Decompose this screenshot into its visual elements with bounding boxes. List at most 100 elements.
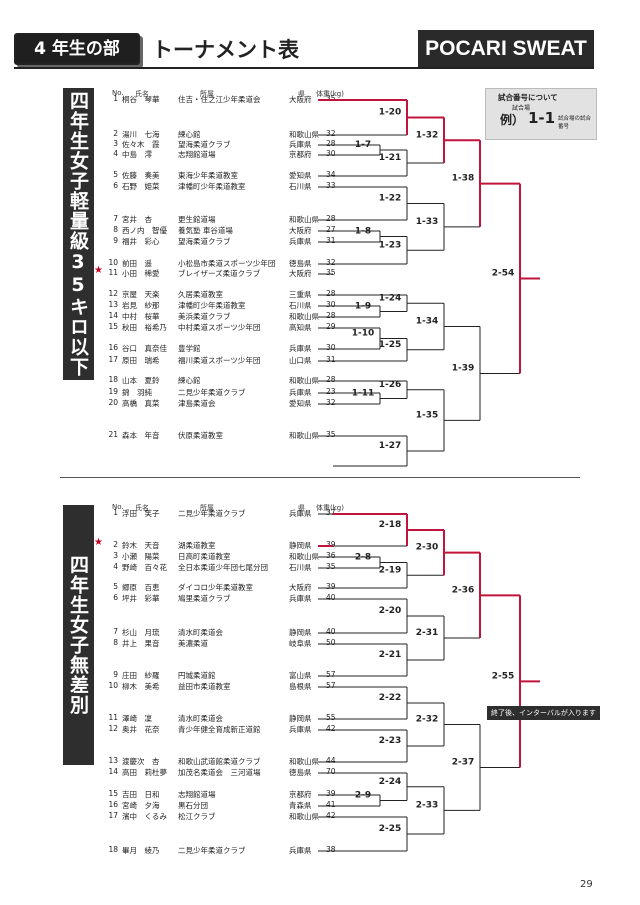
player-club: 津島柔道会 — [178, 399, 216, 408]
player-weight: 23 — [326, 387, 336, 396]
player-name: 京屋 天楽 — [122, 290, 160, 299]
player-club: 志翔館道場 — [178, 790, 216, 799]
player-no: 21 — [108, 430, 118, 439]
player-name: 中島 澪 — [122, 150, 152, 159]
player-name: 郷原 百恵 — [122, 583, 160, 592]
player-pref: 大阪府 — [289, 95, 312, 104]
player-weight: 42 — [326, 811, 336, 820]
player-club: 鳩里柔道クラブ — [178, 594, 231, 603]
player-pref: 徳島県 — [289, 768, 312, 777]
legend-venue-label: 試合場 — [512, 105, 531, 112]
match-number: 1-8 — [355, 227, 371, 237]
player-name: 前田 遥 — [122, 259, 152, 268]
player-no: 1 — [113, 94, 118, 103]
player-club: 望海柔道クラブ — [178, 140, 231, 149]
player-pref: 岐阜県 — [289, 639, 312, 648]
player-weight: 33 — [326, 181, 336, 190]
player-no: 5 — [113, 170, 118, 179]
match-number: 1-25 — [379, 340, 402, 350]
column-header-weight: 体重(kg) — [316, 90, 344, 98]
player-weight: 57 — [326, 681, 336, 690]
player-club: ダイコロ少年柔道教室 — [178, 583, 253, 592]
player-name: 宮崎 夕海 — [122, 801, 160, 810]
player-name: 濱中 くるみ — [122, 812, 167, 821]
player-club: 練心館 — [178, 130, 201, 139]
player-pref: 兵庫県 — [289, 846, 312, 855]
player-club: 久居柔道教室 — [178, 290, 223, 299]
player-weight: 27 — [326, 225, 336, 234]
match-number: 2-33 — [416, 800, 439, 810]
player-pref: 高知県 — [289, 323, 312, 332]
player-name: 畢月 綾乃 — [122, 846, 160, 855]
player-no: 8 — [113, 225, 118, 234]
player-pref: 和歌山県 — [289, 552, 319, 561]
match-number: 1-20 — [379, 108, 402, 118]
player-name: 杉山 月琉 — [122, 628, 160, 637]
player-name: 浮田 笑子 — [122, 509, 160, 518]
player-weight: 35 — [326, 94, 336, 103]
player-name: 秋田 裕希乃 — [122, 323, 167, 332]
player-no: 17 — [108, 811, 118, 820]
player-no: 17 — [108, 355, 118, 364]
player-name: 高橋 真菜 — [122, 399, 160, 408]
match-number: 1-39 — [452, 363, 475, 373]
player-weight: 28 — [326, 139, 336, 148]
player-weight: 35 — [326, 562, 336, 571]
player-name: 吉田 日和 — [122, 790, 160, 799]
player-pref: 兵庫県 — [289, 388, 312, 397]
match-number: 2-37 — [452, 757, 475, 767]
player-no: 10 — [108, 681, 118, 690]
column-header-no: No. — [112, 503, 124, 511]
match-number: 2-21 — [379, 650, 402, 660]
player-club: 黒石分団 — [178, 801, 208, 810]
page-subtitle: トーナメント表 — [152, 38, 299, 62]
player-name: 谷口 真奈佳 — [122, 344, 167, 353]
player-weight: 30 — [326, 300, 336, 309]
player-pref: 石川県 — [289, 563, 312, 572]
player-club: 清水町柔道会 — [178, 714, 223, 723]
player-weight: 32 — [326, 398, 336, 407]
player-weight: 31 — [326, 236, 336, 245]
player-club: 志翔館道場 — [178, 150, 216, 159]
player-pref: 石川県 — [289, 301, 312, 310]
player-club: 和歌山武道館柔道クラブ — [178, 757, 261, 766]
match-number: 1-26 — [379, 380, 402, 390]
player-no: 3 — [113, 139, 118, 148]
player-no: 20 — [108, 398, 118, 407]
player-pref: 三重県 — [289, 290, 312, 299]
player-club: 湖柔道教室 — [178, 541, 216, 550]
player-no: 4 — [113, 562, 118, 571]
player-no: 16 — [108, 800, 118, 809]
player-club: 青少年健全育成新正道館 — [178, 725, 261, 734]
player-pref: 和歌山県 — [289, 757, 319, 766]
column-header-club: 所属 — [200, 504, 214, 512]
match-number: 1-27 — [379, 441, 402, 451]
player-name: 山本 夏鈴 — [122, 376, 160, 385]
player-name: 中村 桜華 — [122, 312, 160, 321]
section-divider — [60, 477, 580, 478]
player-weight: 70 — [326, 767, 336, 776]
player-club: 二見少年柔道クラブ — [178, 509, 246, 518]
player-weight: 28 — [326, 214, 336, 223]
match-number: 2-19 — [379, 565, 402, 575]
player-club: 津幡町少年柔道教室 — [178, 301, 246, 310]
player-pref: 静岡県 — [289, 541, 312, 550]
player-no: 18 — [108, 375, 118, 384]
player-club: 更生館道場 — [178, 215, 216, 224]
player-no: 16 — [108, 343, 118, 352]
player-name: 佐々木 霞 — [122, 140, 160, 149]
match-number: 1-33 — [416, 217, 439, 227]
player-no: 14 — [108, 311, 118, 320]
legend-match-label: 試合場の試合番号 — [558, 116, 592, 130]
player-pref: 富山県 — [289, 671, 312, 680]
player-club: 日高町柔道教室 — [178, 552, 231, 561]
page-title-box: 4 年生の部 — [14, 33, 140, 65]
player-club: 福川柔道スポーツ少年団 — [178, 356, 261, 365]
match-number: 2-9 — [355, 791, 371, 801]
match-number: 1-35 — [416, 410, 439, 420]
column-header-name: 氏名 — [135, 90, 149, 98]
player-club: 住吉・住之江少年柔道会 — [178, 95, 261, 104]
player-pref: 兵庫県 — [289, 725, 312, 734]
player-pref: 大阪府 — [289, 226, 312, 235]
player-no: 11 — [108, 268, 118, 277]
